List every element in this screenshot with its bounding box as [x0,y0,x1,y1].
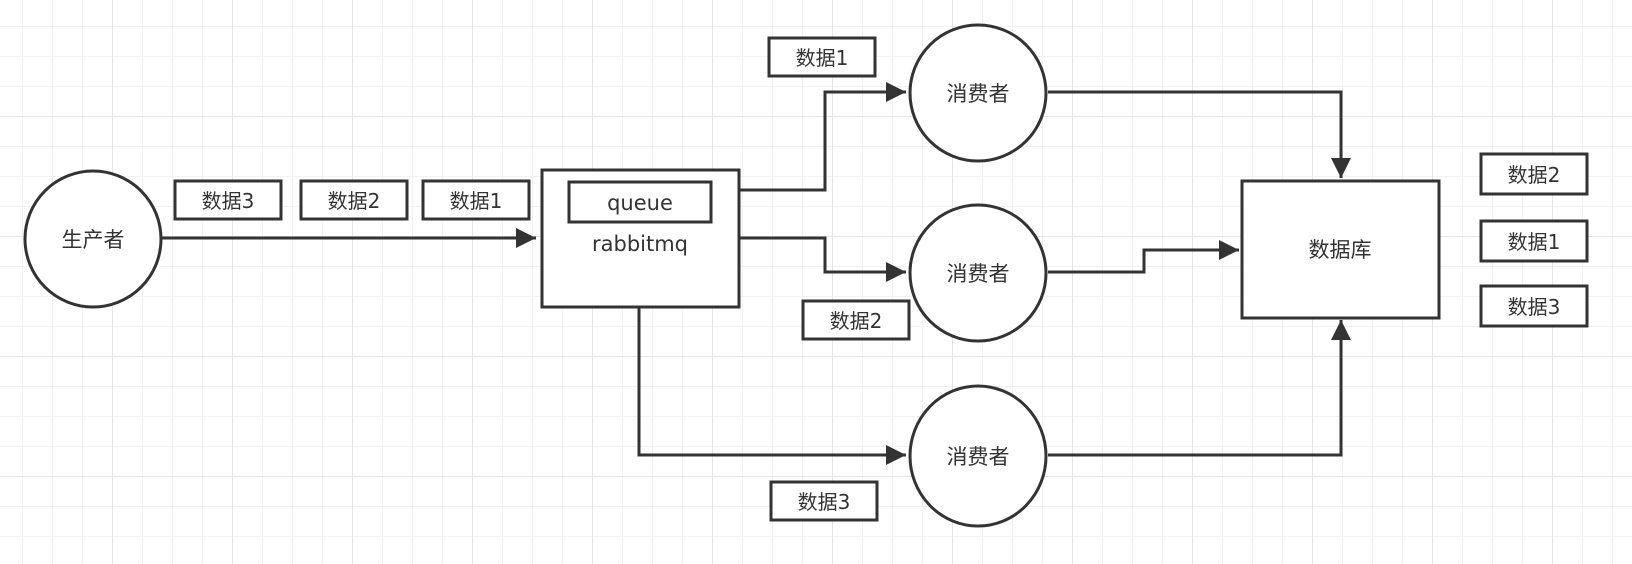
edge-mq-to-consumer-2 [740,236,906,282]
consumer-1-msg: 数据1 [796,46,849,70]
database-messages: 数据2 数据1 数据3 [1479,152,1589,328]
producer-messages: 数据3 数据2 数据1 [173,179,531,221]
consumer-2-label: 消费者 [947,262,1010,286]
consumer-3-label: 消费者 [947,445,1010,469]
consumer-node-2: 消费者 [908,203,1048,343]
producer-msg-box-2 [299,179,409,221]
edge-mq-to-consumer-1 [740,82,906,192]
edge-consumer-2-to-db [1048,240,1239,274]
consumer-1-label: 消费者 [947,82,1010,106]
db-msg-2: 数据1 [1508,230,1561,254]
producer-circle [23,169,163,309]
queue-box [567,180,713,224]
consumer-1-circle [908,23,1048,163]
consumer-2-msg: 数据2 [830,309,883,333]
consumer-node-3: 消费者 [908,384,1048,528]
database-label: 数据库 [1309,238,1372,262]
rabbitmq-label: rabbitmq [592,232,688,256]
consumer-2-circle [908,203,1048,343]
consumer-3-msg: 数据3 [798,490,851,514]
producer-msg-box-1 [173,179,283,221]
producer-node: 生产者 [23,169,163,309]
edge-consumer-1-to-db [1048,90,1351,178]
consumer-3-msg-box [769,480,879,522]
edge-mq-to-consumer-3 [637,307,906,465]
database-box [1240,179,1441,320]
producer-label: 生产者 [62,228,125,252]
edge-consumer-3-to-db [1048,320,1351,457]
consumer-2-msg-box [801,299,911,341]
db-msg-box-1 [1479,152,1589,196]
database-node: 数据库 [1240,179,1441,320]
consumer-1-msg-box [767,36,877,78]
producer-msg-box-3 [421,179,531,221]
producer-msg-3: 数据1 [450,189,503,213]
consumer-3-circle [908,384,1048,528]
rabbitmq-node: queue rabbitmq [540,168,741,309]
db-msg-1: 数据2 [1508,163,1561,187]
db-msg-box-3 [1479,284,1589,328]
consumer-node-1: 消费者 [908,23,1048,163]
queue-label: queue [607,191,673,215]
producer-msg-1: 数据3 [202,189,255,213]
db-msg-box-2 [1479,219,1589,263]
producer-msg-2: 数据2 [328,189,381,213]
db-msg-3: 数据3 [1508,295,1561,319]
edges [160,82,1351,465]
